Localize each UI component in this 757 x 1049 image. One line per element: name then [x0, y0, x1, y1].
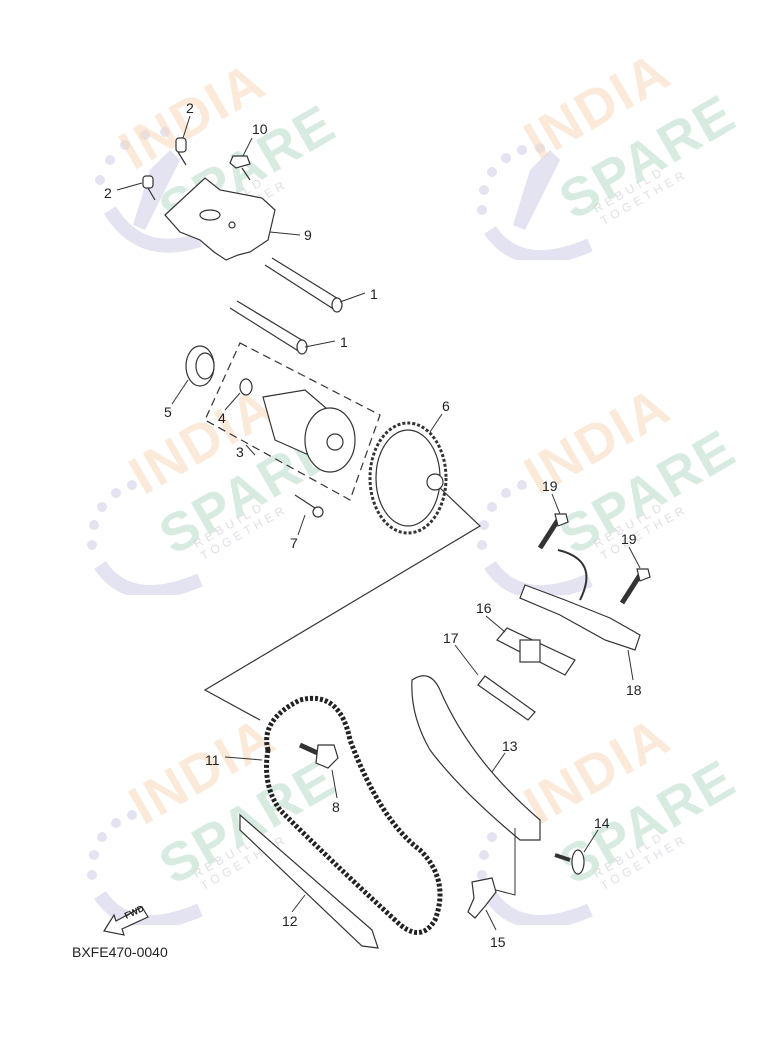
pin-icon [294, 494, 324, 518]
o-ring-icon [239, 378, 253, 396]
callout-14: 14 [594, 815, 610, 831]
callout-19b: 19 [621, 531, 637, 547]
bolt-icon [229, 155, 251, 181]
callout-3: 3 [236, 444, 244, 460]
diagram-code: BXFE470-0040 [72, 944, 168, 960]
callout-18: 18 [626, 682, 642, 698]
stopper-icon [467, 877, 497, 919]
camshaft-assembly-box [204, 342, 381, 501]
tensioner-icon [496, 627, 576, 676]
callout-16: 16 [476, 600, 492, 616]
bolt-icon [298, 742, 339, 769]
callout-11: 11 [205, 752, 220, 768]
callout-4: 4 [218, 410, 226, 426]
bolt-icon [554, 849, 585, 875]
callout-1b: 1 [340, 334, 348, 350]
bolt-icon [142, 137, 187, 201]
timing-chain-icon [264, 695, 443, 935]
callout-7: 7 [290, 535, 298, 551]
plate-icon [164, 177, 276, 261]
chain-guide-icon [239, 813, 379, 949]
pin-icon [229, 257, 343, 355]
bracket-icon [519, 584, 641, 651]
bearing-icon [185, 345, 215, 387]
callout-2a: 2 [186, 100, 194, 116]
callout-8: 8 [332, 799, 340, 815]
callout-15: 15 [490, 934, 506, 950]
callout-17: 17 [443, 630, 459, 646]
callout-6: 6 [442, 398, 450, 414]
callout-9: 9 [304, 227, 312, 243]
callout-13: 13 [502, 738, 518, 754]
sprocket-icon [368, 421, 448, 535]
callout-10: 10 [252, 121, 268, 137]
camshaft-icon [262, 389, 356, 473]
callout-1a: 1 [370, 286, 378, 302]
gasket-icon [477, 675, 536, 721]
callout-19a: 19 [542, 478, 558, 494]
forward-arrow-icon [103, 906, 149, 936]
callout-2b: 2 [104, 185, 112, 201]
forward-direction-indicator: FWD [102, 897, 162, 942]
callout-12: 12 [282, 913, 298, 929]
bolt-icon [537, 513, 651, 605]
chain-guide-icon [411, 675, 541, 841]
callout-5: 5 [164, 404, 172, 420]
